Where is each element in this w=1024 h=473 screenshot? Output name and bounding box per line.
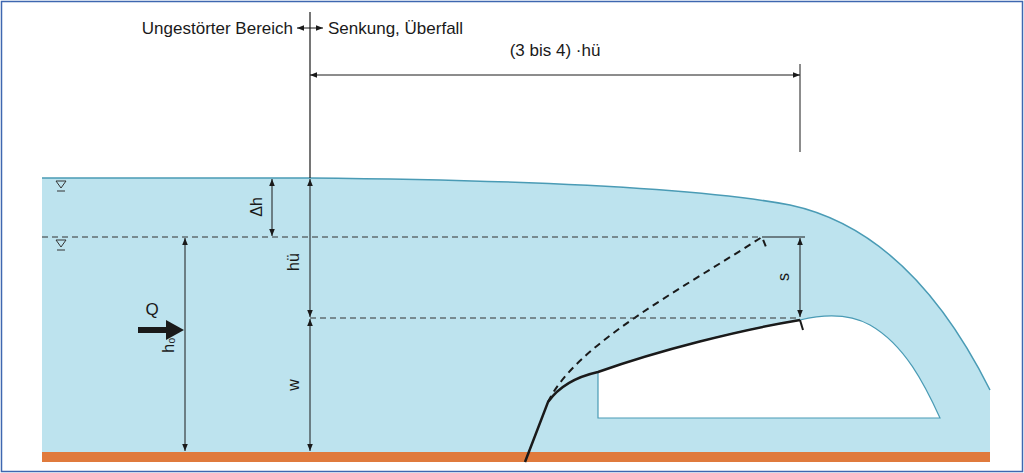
crest-level — [310, 318, 800, 319]
divider-arrow — [297, 28, 323, 29]
weir-profile — [525, 320, 800, 462]
dimension-label: h₀ — [161, 337, 177, 353]
dimension-label: Δh — [249, 197, 265, 217]
dimension-label: (3 bis 4) ·hü — [510, 42, 601, 59]
level-symbols — [56, 181, 66, 250]
lowered-level — [42, 237, 762, 238]
flow-arrow — [138, 327, 168, 333]
water-body — [42, 178, 990, 452]
dimension-label: w — [286, 379, 302, 391]
flow-arrowhead — [166, 320, 184, 340]
water-surface-upstream — [42, 177, 310, 179]
dimension-extension — [800, 64, 801, 152]
raised-weir-profile — [548, 237, 766, 402]
length-dimension — [310, 75, 800, 76]
dimension-label: s — [776, 273, 792, 281]
height-dimensions — [185, 179, 800, 451]
weir-crest-tick — [800, 320, 803, 330]
dimension-label: hü — [286, 253, 302, 271]
s-top-line — [762, 236, 805, 237]
section-divider — [309, 12, 310, 178]
air-pocket — [598, 316, 940, 418]
channel-bed — [42, 452, 990, 462]
flow-label: Q — [145, 301, 158, 318]
region-label: Senkung, Überfall — [328, 20, 463, 37]
region-label: Ungestörter Bereich — [142, 20, 293, 37]
